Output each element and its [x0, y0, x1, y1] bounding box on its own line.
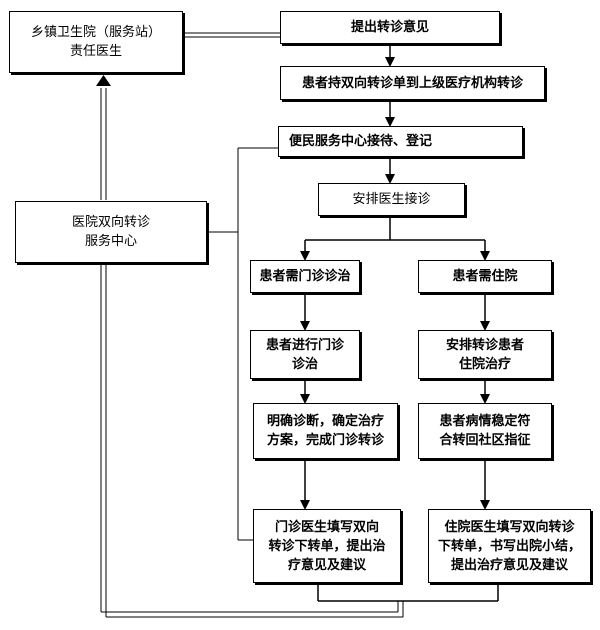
outpatient-doctor-form-box: 门诊医生填写双向 转诊下转单，提出治 疗意见及建议: [253, 509, 401, 583]
needs-inpatient-box: 患者需住院: [418, 260, 552, 293]
bottom-join-connector: [317, 583, 499, 602]
inpatient-doctor-form-label: 住院医生填写双向转诊 下转单，书写出院小结， 提出治疗意见及建议: [437, 519, 581, 573]
return-double-line: [100, 88, 404, 618]
left-side-connector: [207, 147, 278, 541]
patient-holds-form-box: 患者持双向转诊单到上级医疗机构转诊: [280, 66, 545, 100]
clear-diagnosis-box: 明确诊断，确定治疗 方案，完成门诊转诊: [253, 403, 398, 459]
arrange-doctor-label: 安排医生接诊: [352, 192, 431, 207]
needs-inpatient-label: 患者需住院: [452, 269, 518, 284]
hospital-referral-center-label: 医院双向转诊 服务中心: [71, 215, 150, 249]
branch-connector: [300, 216, 490, 261]
hospital-referral-center-box: 医院双向转诊 服务中心: [15, 201, 207, 263]
service-center-reception-label: 便民服务中心接待、登记: [289, 134, 433, 149]
arrange-inpatient-box: 安排转诊患者 住院治疗: [418, 330, 552, 379]
propose-referral-box: 提出转诊意见: [280, 11, 500, 44]
township-clinic-box: 乡镇卫生院（服务站） 责任医生: [9, 11, 183, 73]
clinic-to-proposal-double-line: [183, 32, 280, 38]
propose-referral-label: 提出转诊意见: [350, 20, 429, 35]
arrange-inpatient-label: 安排转诊患者 住院治疗: [445, 337, 524, 372]
needs-outpatient-label: 患者需门诊诊治: [259, 269, 351, 284]
needs-outpatient-box: 患者需门诊诊治: [250, 260, 360, 293]
township-clinic-label: 乡镇卫生院（服务站） 责任医生: [30, 25, 161, 59]
stable-condition-box: 患者病情稳定符 合转回社区指征: [418, 403, 552, 459]
clear-diagnosis-label: 明确诊断，确定治疗 方案，完成门诊转诊: [266, 414, 384, 448]
stable-condition-label: 患者病情稳定符 合转回社区指征: [439, 414, 531, 448]
outpatient-doctor-form-label: 门诊医生填写双向 转诊下转单，提出治 疗意见及建议: [268, 519, 386, 573]
arrange-doctor-box: 安排医生接诊: [318, 183, 465, 216]
inpatient-doctor-form-box: 住院医生填写双向转诊 下转单，书写出院小结， 提出治疗意见及建议: [428, 509, 591, 583]
outpatient-treatment-label: 患者进行门诊 诊治: [265, 337, 344, 372]
return-arrowhead-clinic: [96, 75, 111, 86]
outpatient-treatment-box: 患者进行门诊 诊治: [250, 330, 360, 379]
service-center-reception-box: 便民服务中心接待、登记: [278, 126, 523, 157]
patient-holds-form-label: 患者持双向转诊单到上级医疗机构转诊: [301, 75, 523, 91]
